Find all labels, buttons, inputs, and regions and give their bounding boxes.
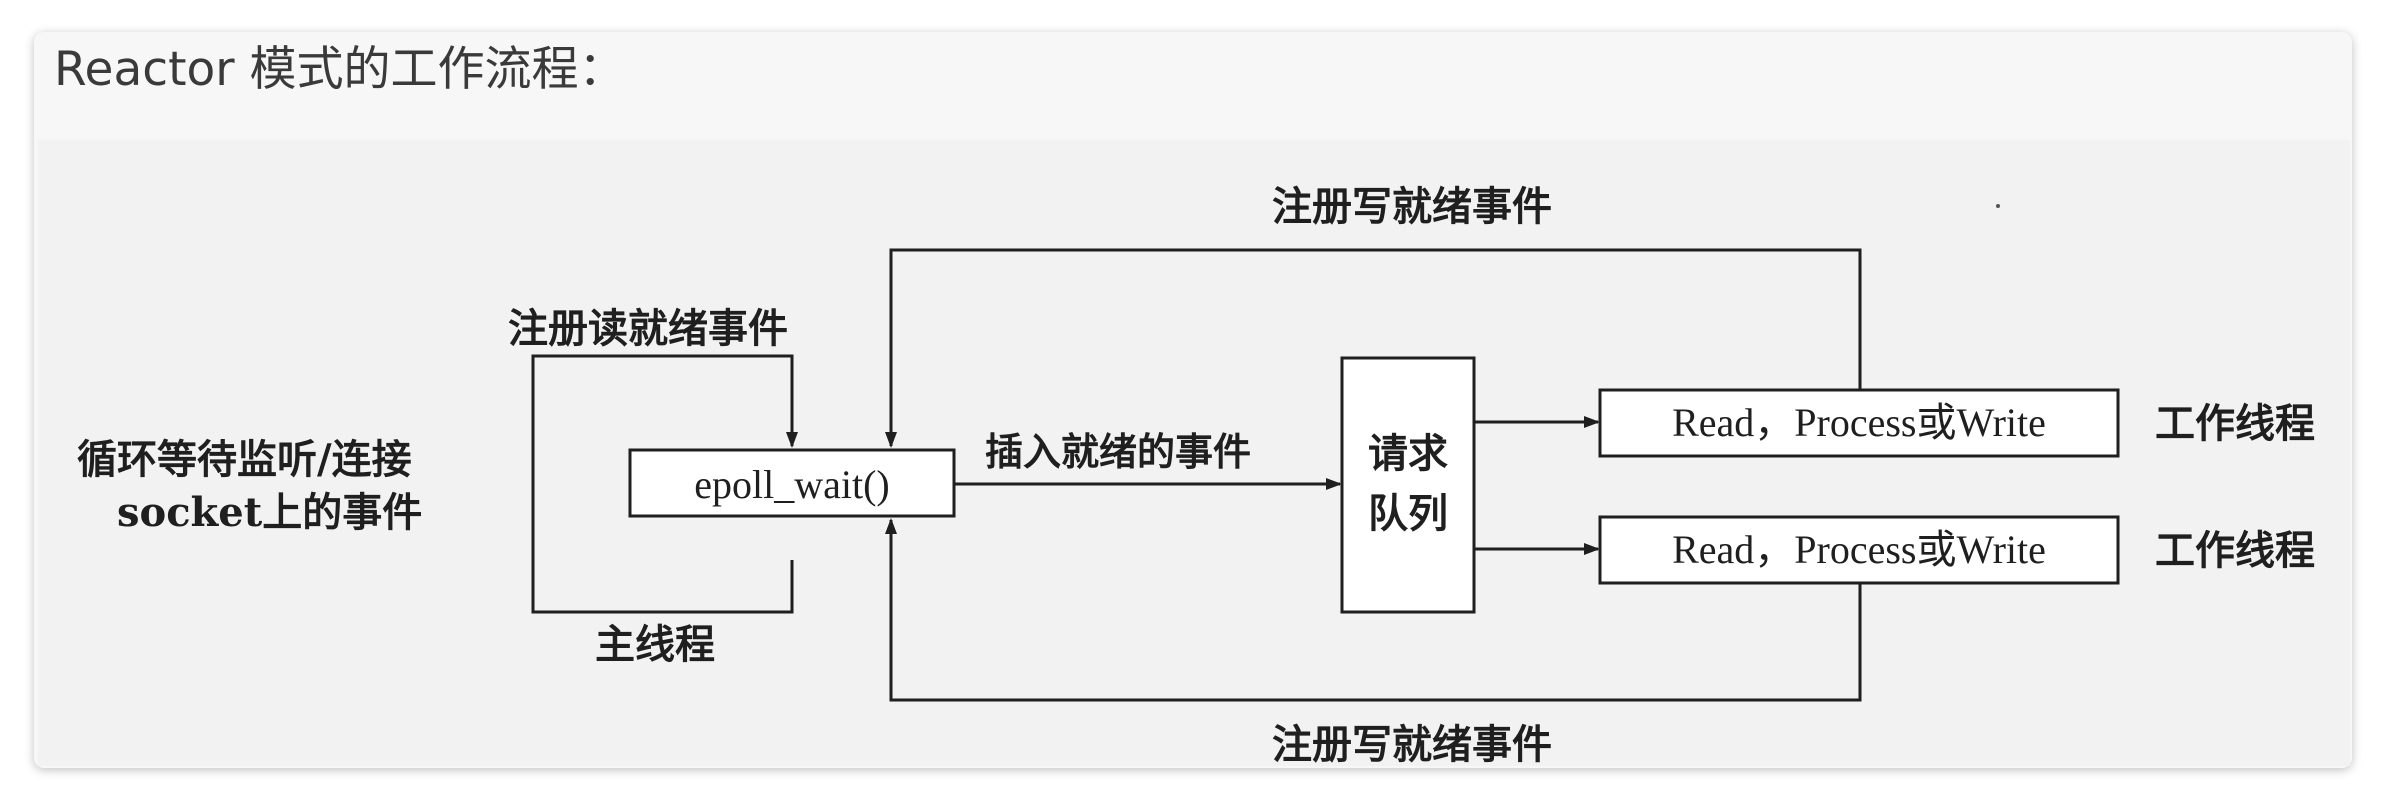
worker-box-2-label: Read，Process或Write <box>1672 527 2046 572</box>
register-write-top-label: 注册写就绪事件 <box>1272 183 1552 230</box>
speck-dot <box>1996 204 2000 208</box>
register-write-bottom-line <box>885 518 1862 702</box>
worker-thread-1-label: 工作线程 <box>2155 400 2315 447</box>
worker-box-2 <box>1598 515 2120 585</box>
insert-ready-label: 插入就绪的事件 <box>985 429 1251 474</box>
main-thread-loop-line <box>531 354 798 614</box>
epoll-wait-label: epoll_wait() <box>694 462 890 507</box>
request-queue-box <box>1340 356 1476 614</box>
request-queue-label-line1: 请求 <box>1368 430 1448 477</box>
register-write-top-line <box>885 248 1862 448</box>
request-queue-label-line2: 队列 <box>1368 490 1448 537</box>
page-title: Reactor 模式的工作流程： <box>54 42 626 97</box>
worker-box-1-label: Read，Process或Write <box>1672 400 2046 445</box>
worker-thread-2-label: 工作线程 <box>2155 527 2315 574</box>
worker-box-1 <box>1598 388 2120 458</box>
left-label-line2: socket上的事件 <box>117 489 422 536</box>
register-write-bottom-label: 注册写就绪事件 <box>1272 721 1552 768</box>
left-label-line1: 循环等待监听/连接 <box>77 436 412 483</box>
register-read-label: 注册读就绪事件 <box>508 305 788 352</box>
main-thread-label: 主线程 <box>595 621 715 668</box>
